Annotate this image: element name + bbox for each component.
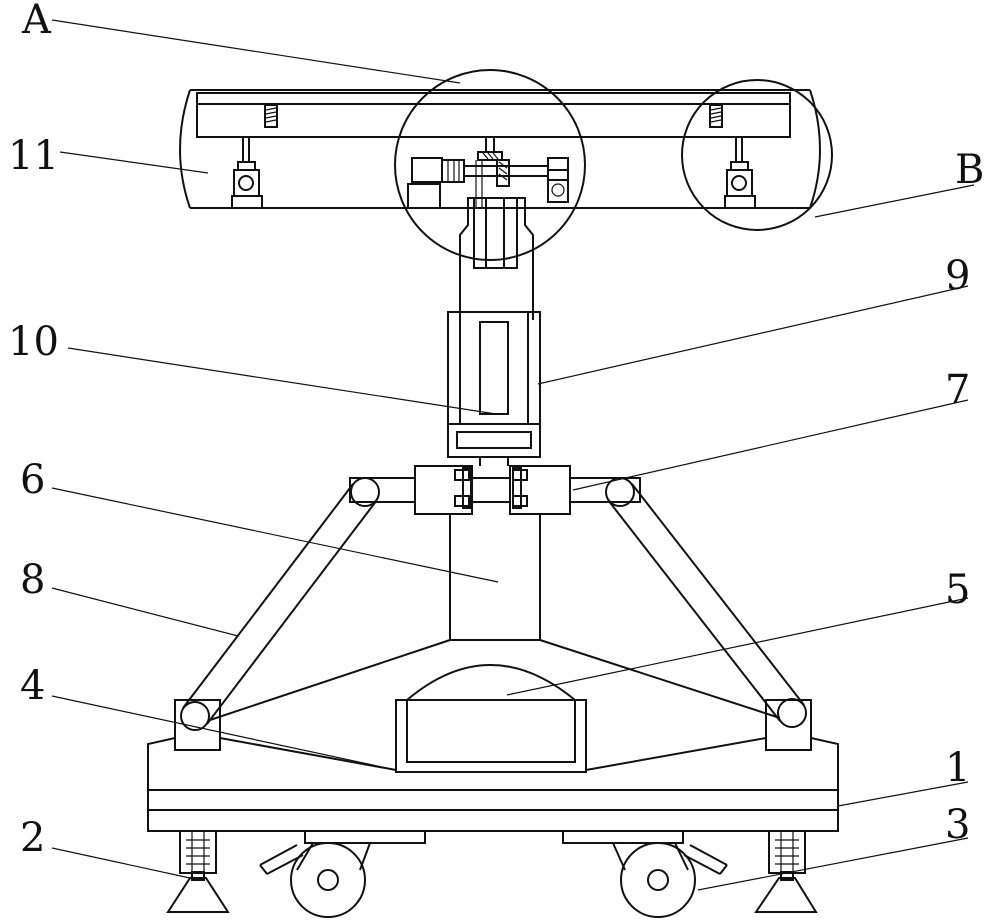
wheels (259, 830, 728, 918)
label-3: 3 (945, 802, 971, 848)
label-a: A (22, 0, 51, 43)
support-arms (174, 477, 812, 751)
label-2: 2 (20, 815, 46, 861)
label-10: 10 (8, 319, 59, 365)
label-5: 5 (945, 567, 971, 613)
leveling-feet (166, 830, 818, 913)
base-pedestal (209, 639, 781, 773)
label-b: B (955, 147, 985, 193)
label-7: 7 (945, 367, 971, 413)
label-6: 6 (20, 457, 46, 503)
leader-lines (51, 19, 975, 891)
label-1: 1 (945, 745, 971, 791)
telescopic-column (447, 197, 541, 466)
detail-circle-b (681, 79, 833, 231)
label-11: 11 (8, 133, 59, 179)
detail-circle-a (394, 69, 586, 261)
drive-mechanism (407, 137, 569, 209)
label-9: 9 (945, 253, 971, 299)
chassis (147, 737, 839, 832)
top-beam-assembly (179, 89, 821, 209)
clamp-assembly (349, 465, 641, 640)
label-8: 8 (20, 557, 46, 603)
label-4: 4 (20, 663, 46, 709)
